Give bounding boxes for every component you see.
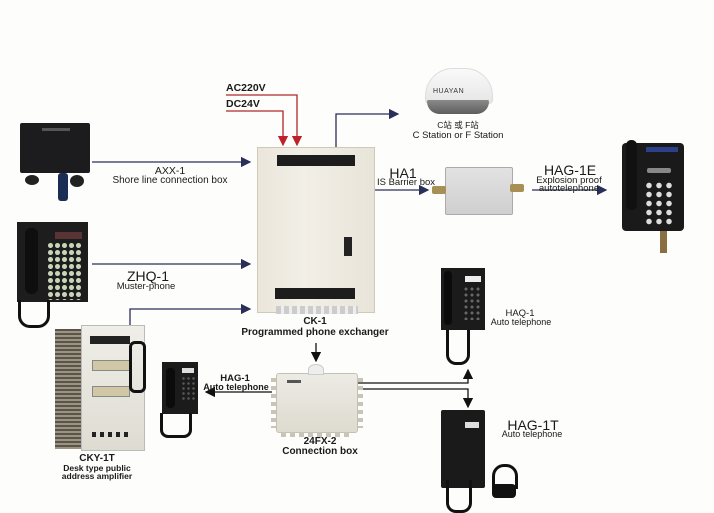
zhq-desc: Muster-phone [116, 281, 176, 292]
hag1-model: HAG-1 [220, 373, 250, 384]
hag1e-cable-gland [660, 231, 667, 253]
cky-to-ck-wire [129, 303, 252, 330]
fx-to-hag1t-wire [358, 388, 474, 409]
fx-model: 24FX-2 [303, 436, 337, 447]
fx-connection-box[interactable] [271, 373, 363, 437]
hag1e-desc-line1: Explosion proof [536, 175, 602, 186]
dc24v-label: DC24V [226, 98, 260, 110]
fx-to-haq-wire [358, 368, 474, 384]
ha1-model: HA1 [389, 165, 417, 181]
haq-desc: Auto telephone [490, 317, 552, 327]
fx-desc: Connection box [282, 446, 358, 457]
axx-model: AXX-1 [154, 165, 186, 177]
haq-coil-cord [446, 330, 470, 365]
hag1e-desc-line2: autotelephone [538, 183, 600, 194]
hag1e-telephone[interactable] [622, 140, 684, 231]
station-device[interactable]: HUAYAN [425, 68, 493, 118]
hag1t-desc: Auto telephone [501, 429, 563, 439]
ac220v-wire [226, 94, 303, 147]
station-label-cn: C站 或 F站 [437, 120, 479, 130]
zhq-coil-cord [18, 300, 50, 328]
cky-desc-line1: Desk type public [63, 463, 131, 473]
cky-amplifier-cabinet[interactable] [55, 325, 146, 453]
axx-shore-box[interactable] [20, 123, 90, 201]
headset-icon [490, 462, 518, 502]
ck-model: CK-1 [303, 316, 327, 327]
station-label-en: C Station or F Station [412, 130, 504, 141]
zhq-model: ZHQ-1 [127, 268, 169, 284]
ck-exchanger-cabinet[interactable] [257, 147, 375, 314]
hag1e-model: HAG-1E [543, 162, 597, 178]
hag1t-coil-cord [446, 480, 472, 513]
haq-telephone[interactable] [441, 268, 485, 330]
ck-to-station-wire [335, 108, 400, 147]
ha1-barrier-box[interactable] [445, 167, 513, 215]
ac220v-label: AC220V [226, 82, 266, 94]
cky-desc-line2: address amplifier [61, 471, 133, 481]
ha1-desc: IS Barrier box [376, 177, 436, 188]
zhq-muster-phone[interactable] [17, 222, 88, 302]
fx-top-gland [308, 364, 324, 375]
hag1t-telephone[interactable] [441, 410, 485, 488]
ha1-right-gland [510, 184, 524, 192]
haq-model: HAQ-1 [505, 308, 535, 319]
axx-desc: Shore line connection box [112, 175, 228, 186]
hag1-coil-cord [160, 413, 192, 438]
hag1-telephone[interactable] [162, 362, 198, 414]
dc24v-wire [226, 110, 289, 147]
hag1t-model: HAG-1T [507, 417, 559, 433]
station-brand: HUAYAN [433, 88, 465, 95]
ck-desc: Programmed phone exchanger [241, 327, 389, 338]
cky-model: CKY-1T [79, 453, 115, 464]
ha1-left-gland [432, 186, 446, 194]
hag1-desc: Auto telephone [203, 382, 269, 392]
